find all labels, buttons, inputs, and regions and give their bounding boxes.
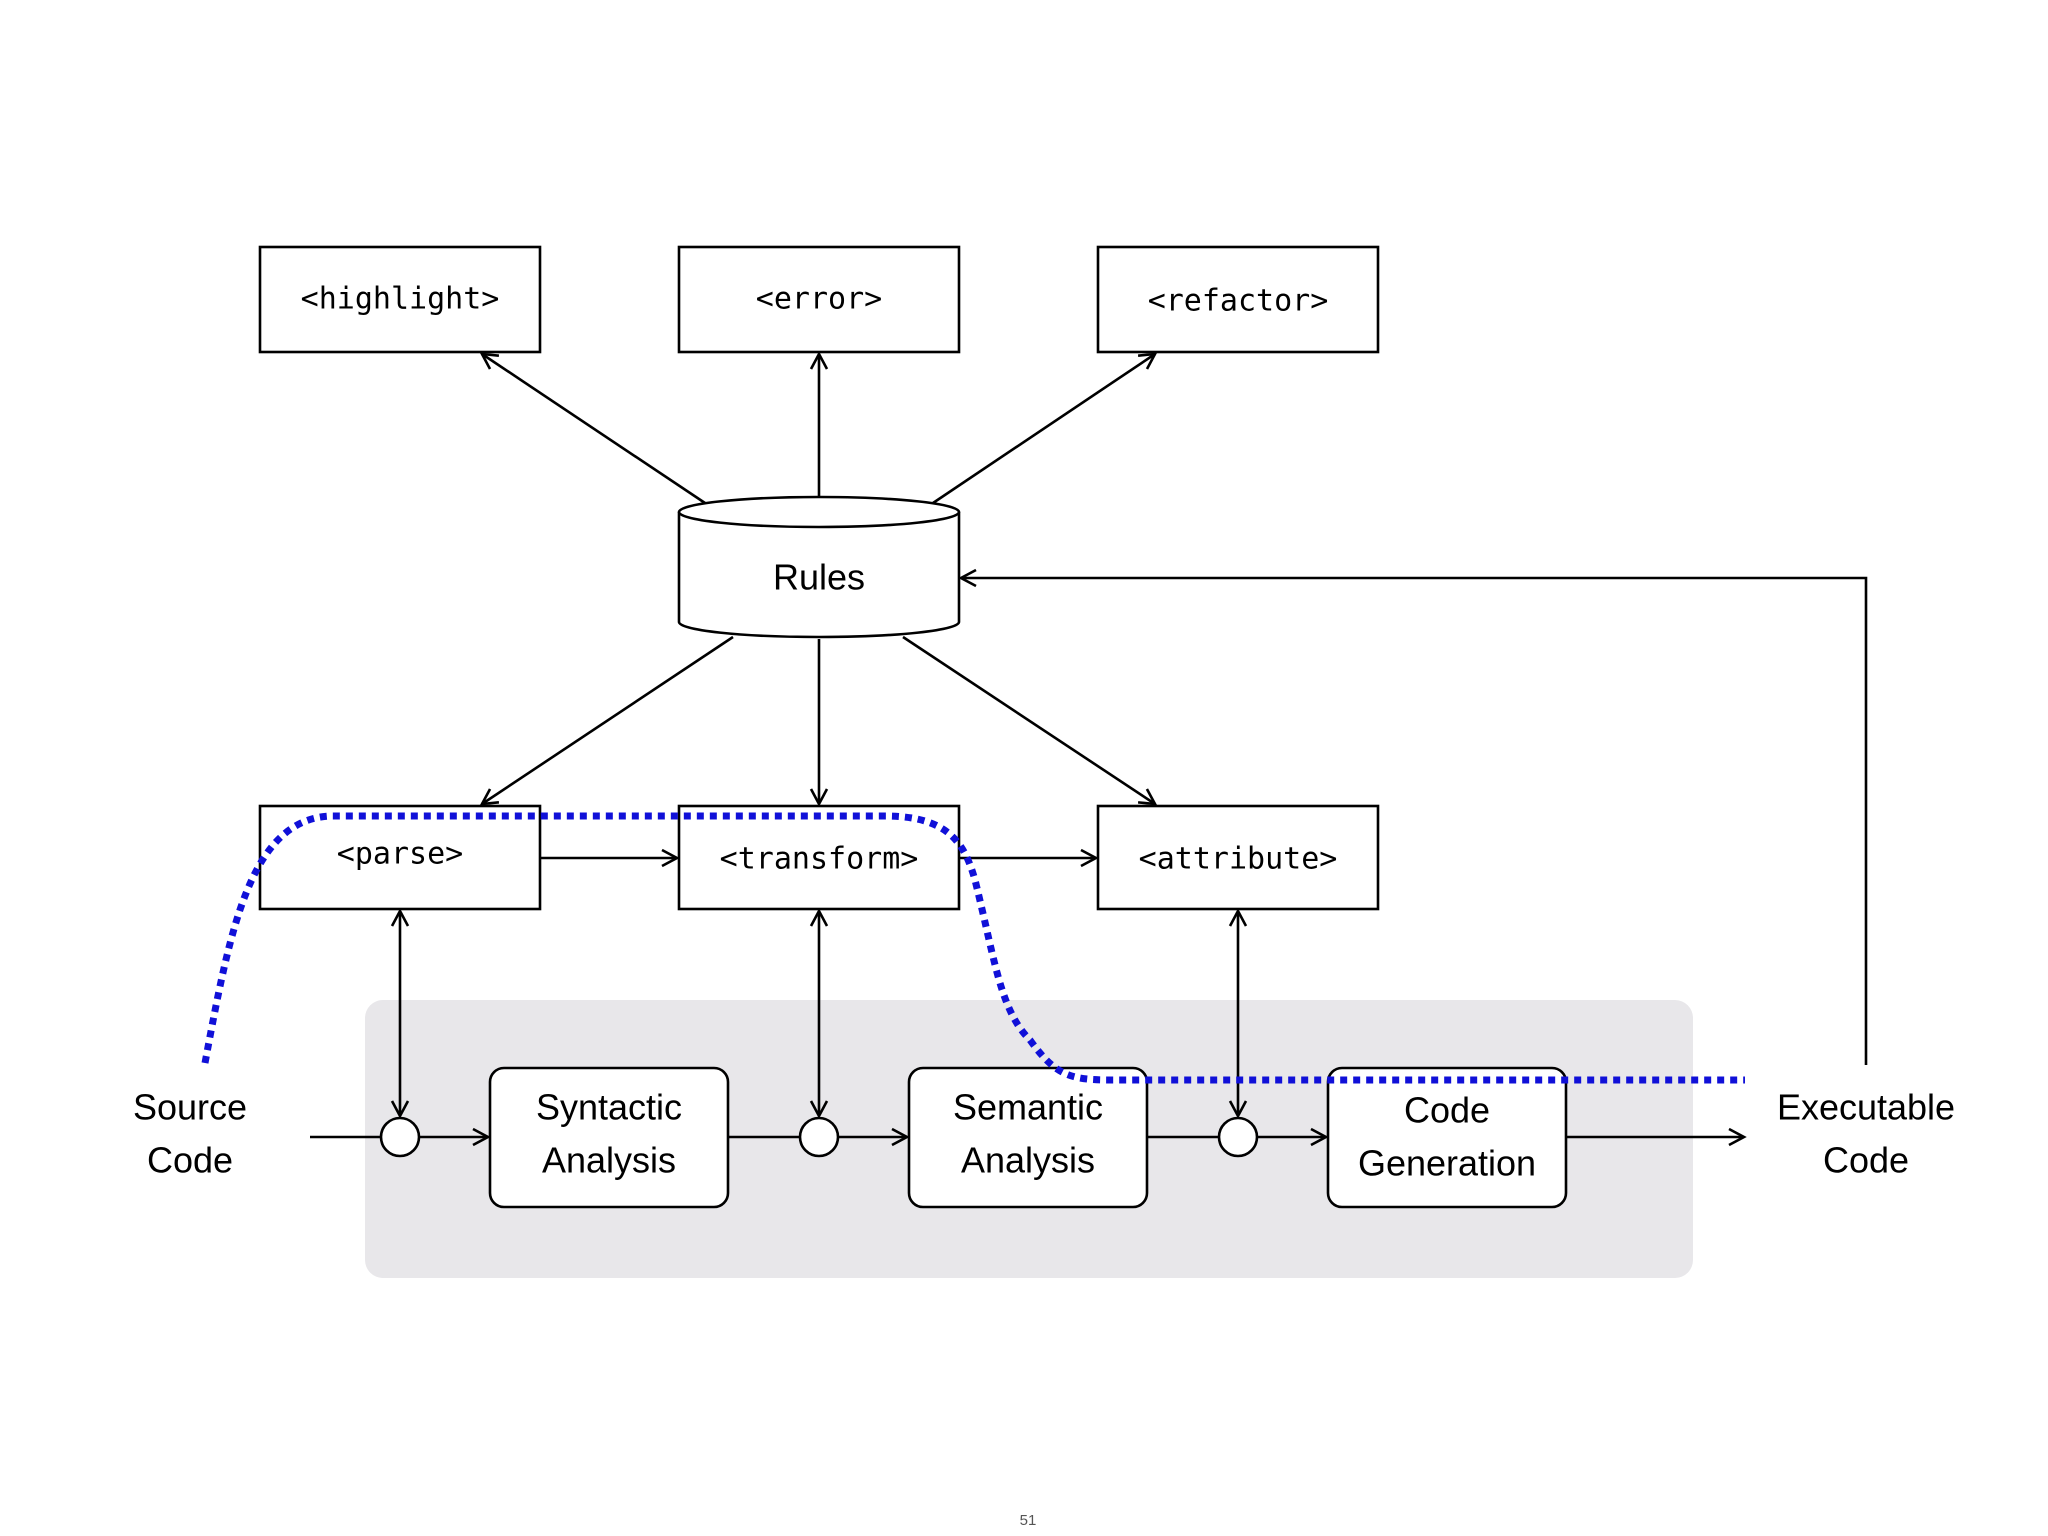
junction-parse [379, 1116, 421, 1158]
code-generation-line1: Code [1404, 1090, 1490, 1131]
junction-attribute [1217, 1116, 1259, 1158]
arrow-rules-to-attribute [902, 635, 1158, 806]
page-number: 51 [1020, 1512, 1037, 1529]
junction-transform [798, 1116, 840, 1158]
semantic-analysis-line2: Analysis [961, 1140, 1095, 1181]
pipeline-step-semantic-analysis: Semantic Analysis [907, 1066, 1149, 1209]
stage-box-attribute: <attribute> [1096, 804, 1380, 911]
arrow-rules-to-highlight [479, 352, 706, 505]
output-box-refactor: <refactor> [1096, 245, 1380, 354]
syntactic-analysis-line1: Syntactic [536, 1087, 682, 1128]
output-label-highlight: <highlight> [301, 282, 500, 317]
output-label-error: <error> [756, 282, 882, 317]
stage-label-attribute: <attribute> [1139, 842, 1338, 877]
semantic-analysis-line1: Semantic [953, 1087, 1103, 1128]
executable-code-line2: Code [1823, 1140, 1909, 1181]
source-code-label: Source Code [133, 1087, 247, 1181]
output-box-error: <error> [677, 245, 961, 354]
rules-database: Rules [677, 495, 961, 639]
stage-label-parse: <parse> [337, 837, 463, 872]
source-code-line2: Code [147, 1140, 233, 1181]
rules-label: Rules [773, 557, 865, 598]
arrow-feedback-to-rules [958, 568, 1868, 1065]
output-box-highlight: <highlight> [258, 245, 542, 354]
source-code-line1: Source [133, 1087, 247, 1128]
stage-box-parse: <parse> [258, 804, 542, 911]
highlight-path [201, 812, 1745, 1084]
executable-code-line1: Executable [1777, 1087, 1955, 1128]
arrow-rules-to-refactor [932, 352, 1158, 505]
syntactic-analysis-line2: Analysis [542, 1140, 676, 1181]
stage-box-transform: <transform> [677, 804, 961, 911]
stage-label-transform: <transform> [720, 842, 919, 877]
pipeline-step-syntactic-analysis: Syntactic Analysis [488, 1066, 730, 1209]
output-label-refactor: <refactor> [1148, 284, 1329, 319]
arrow-rules-to-parse [479, 635, 734, 806]
executable-code-label: Executable Code [1777, 1087, 1955, 1181]
code-generation-line2: Generation [1358, 1143, 1536, 1184]
pipeline-step-code-generation: Code Generation [1326, 1066, 1568, 1209]
